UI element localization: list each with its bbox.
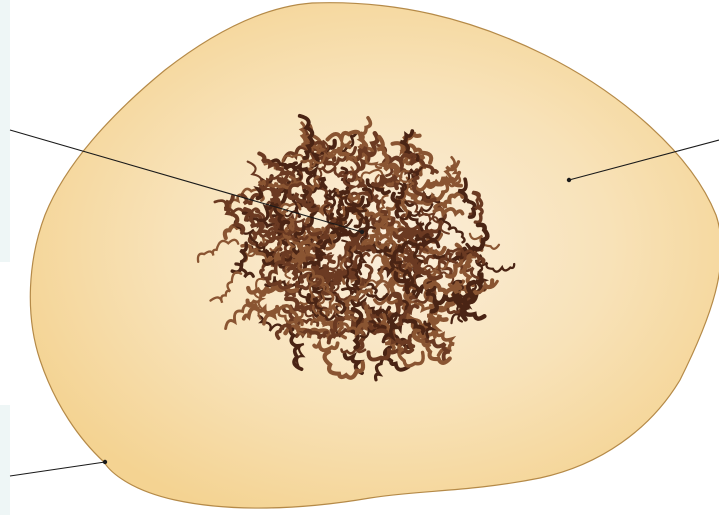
leader-line-membrane	[10, 462, 105, 476]
leader-dot-membrane	[103, 460, 107, 464]
leader-dot-cytoplasm	[567, 178, 571, 182]
cell-body	[30, 3, 719, 508]
leader-dot-nucleus	[360, 230, 364, 234]
